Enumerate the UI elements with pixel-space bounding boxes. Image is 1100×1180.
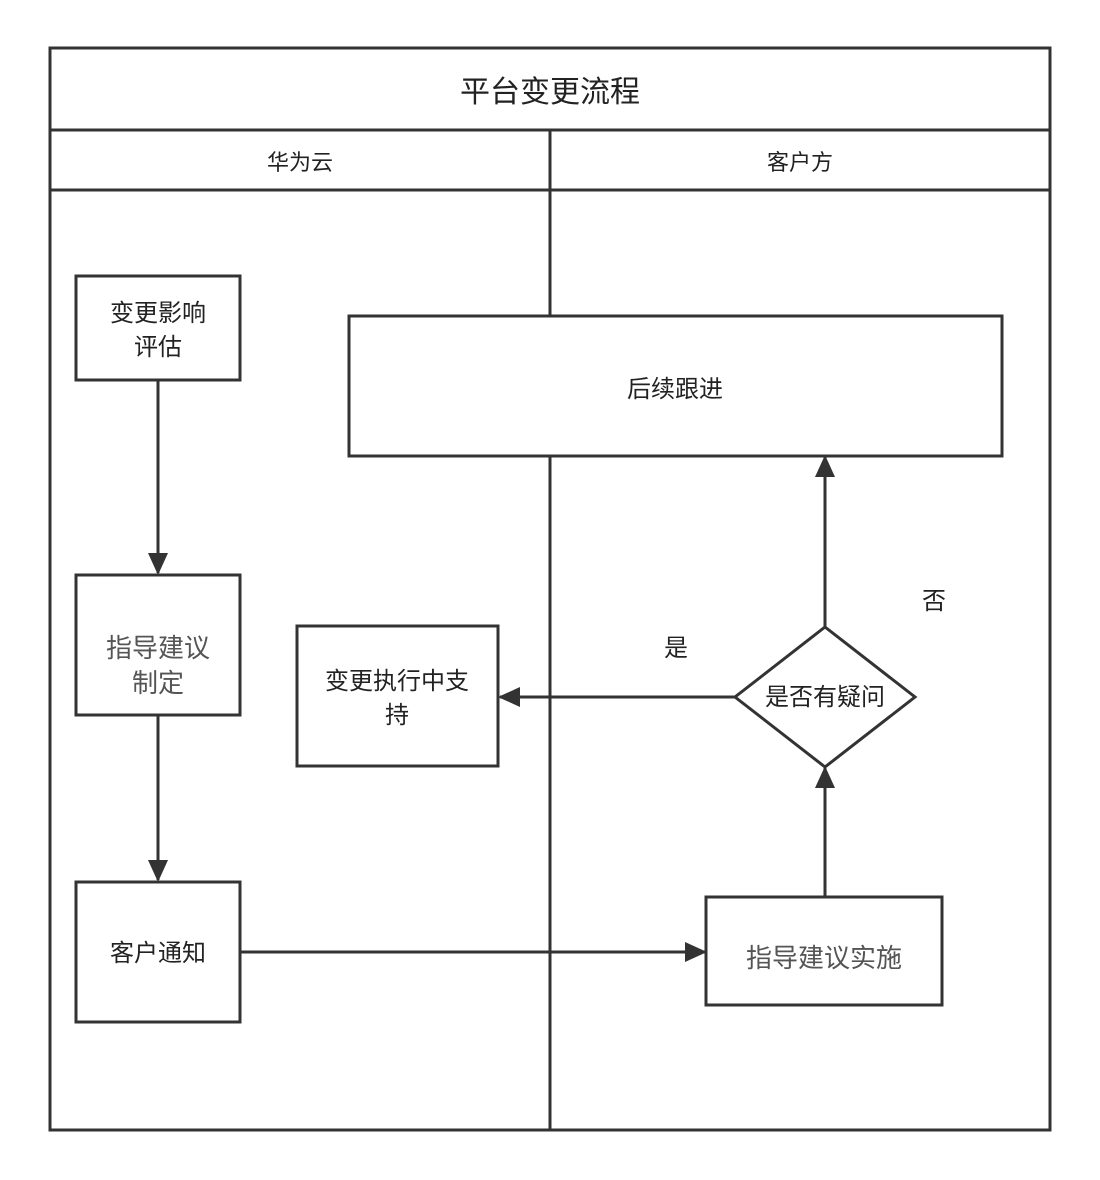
node-execution-support-line2: 持 — [385, 701, 409, 729]
node-guidance-formulation: 指导建议 制定 — [74, 573, 242, 717]
node-execution-support-line1: 变更执行中支 — [325, 667, 469, 695]
edge-label-no: 否 — [922, 587, 946, 615]
node-guidance-implementation-label: 指导建议实施 — [746, 944, 902, 974]
diagram-title: 平台变更流程 — [460, 75, 640, 110]
node-customer-notification: 客户通知 — [74, 880, 242, 1024]
node-execution-support: 变更执行中支 持 — [295, 624, 500, 768]
node-impact-evaluation-line2: 评估 — [134, 333, 182, 361]
lane-label-huawei-cloud: 华为云 — [267, 151, 333, 176]
node-impact-evaluation-line1: 变更影响 — [110, 299, 206, 327]
node-guidance-implementation: 指导建议实施 — [704, 895, 944, 1007]
node-follow-up: 后续跟进 — [347, 314, 1004, 458]
node-impact-evaluation: 变更影响 评估 — [74, 274, 242, 382]
node-guidance-formulation-line2: 制定 — [132, 669, 184, 699]
edge-label-yes: 是 — [664, 634, 688, 662]
node-guidance-formulation-line1: 指导建议 — [106, 634, 210, 664]
lane-label-customer: 客户方 — [767, 151, 833, 176]
node-decision-has-questions: 是否有疑问 — [732, 625, 918, 769]
node-customer-notification-label: 客户通知 — [110, 939, 206, 967]
node-decision-label: 是否有疑问 — [765, 683, 885, 711]
node-follow-up-label: 后续跟进 — [627, 375, 723, 403]
